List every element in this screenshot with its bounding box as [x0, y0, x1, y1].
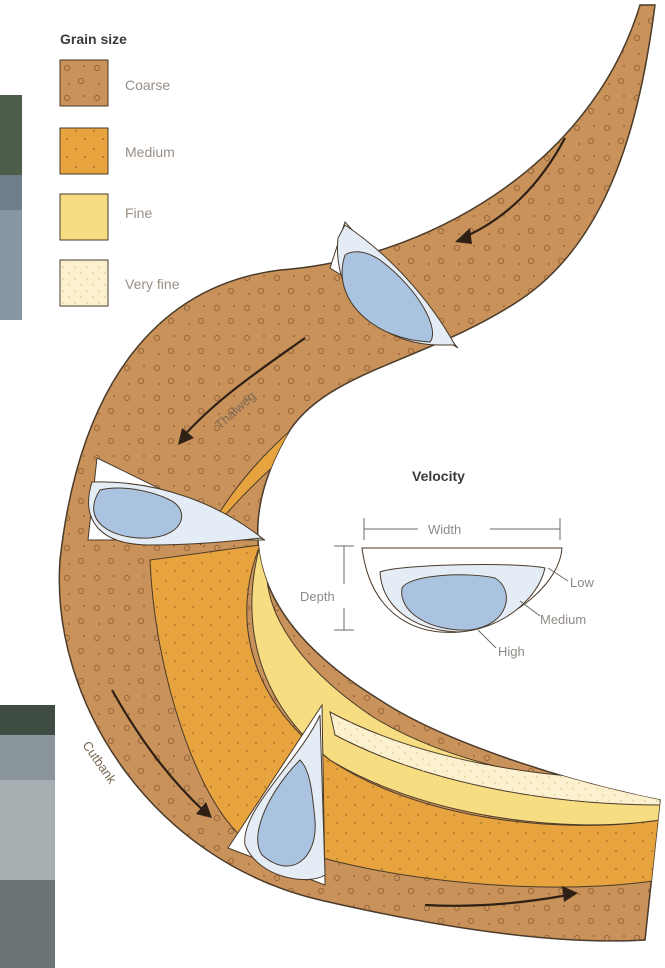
width-label: Width	[428, 522, 461, 537]
velocity-high-label: High	[498, 644, 525, 659]
legend-item-coarse: Coarse	[60, 60, 170, 106]
legend-label-coarse: Coarse	[125, 77, 170, 93]
depth-dimension: Depth	[300, 546, 354, 630]
legend-label-medium: Medium	[125, 144, 175, 160]
width-dimension: Width	[364, 518, 560, 540]
very-fine-sediment-upper	[395, 5, 505, 170]
photo-fragment-top	[0, 95, 22, 320]
velocity-medium-label: Medium	[540, 612, 586, 627]
photo-fragment-bottom	[0, 705, 55, 968]
velocity-title: Velocity	[412, 468, 465, 484]
legend-item-very-fine: Very fine	[60, 260, 180, 306]
grain-size-legend: Grain size Coarse Medium Fine Very fine	[60, 31, 180, 306]
legend-title: Grain size	[60, 31, 127, 47]
legend-label-fine: Fine	[125, 205, 152, 221]
legend-item-medium: Medium	[60, 128, 175, 174]
legend-item-fine: Fine	[60, 194, 152, 240]
legend-label-very-fine: Very fine	[125, 276, 180, 292]
depth-label: Depth	[300, 589, 335, 604]
velocity-low-label: Low	[570, 575, 594, 590]
velocity-inset: Velocity Width Depth Low Medium High	[300, 468, 594, 659]
